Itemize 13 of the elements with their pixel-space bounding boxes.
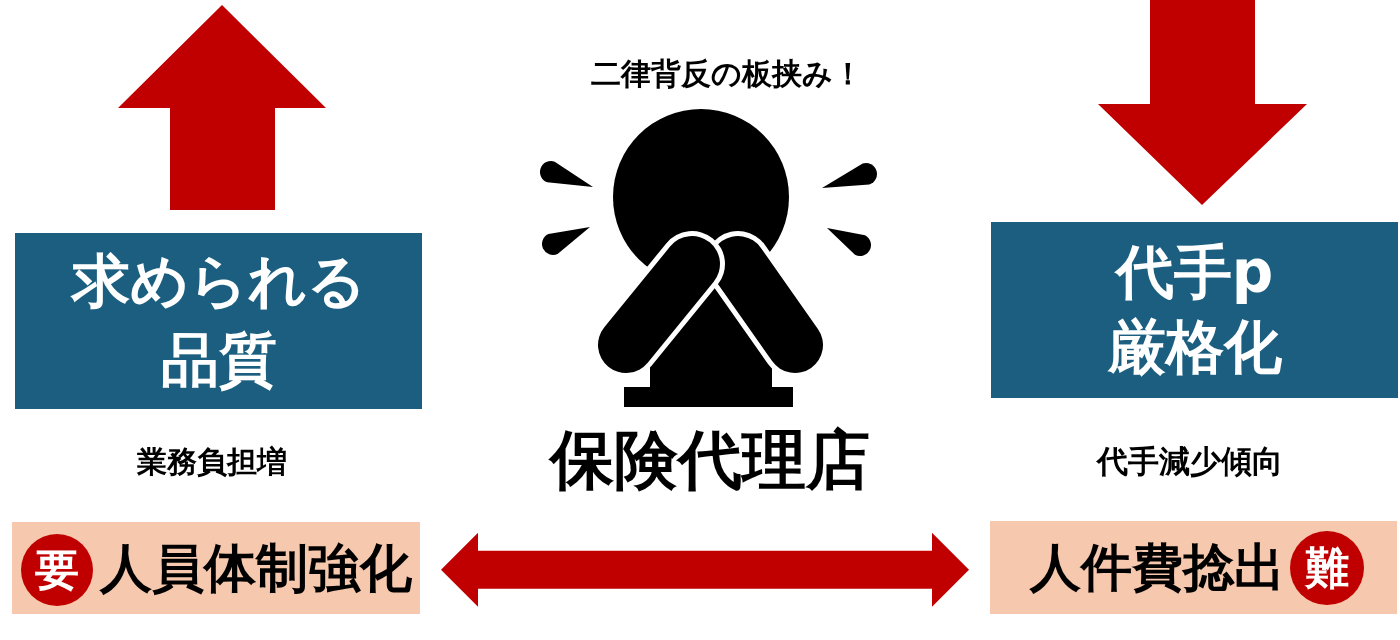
headline: 二律背反の板挟み！ [591, 56, 863, 92]
box-text: 人員体制強化 [100, 536, 412, 600]
header-box: 代手p厳格化 [991, 222, 1398, 398]
note-text: 業務負担増 [137, 444, 287, 480]
double-arrow [441, 532, 969, 607]
circle-badge: 要 [21, 534, 93, 606]
figure-caption: 保険代理店 [550, 421, 870, 499]
highlight-box [12, 522, 420, 614]
header-box: 求められる品質 [15, 233, 422, 409]
box-text: 人件費捻出 [1030, 536, 1285, 599]
highlight-box [990, 521, 1397, 614]
note-text: 代手減少傾向 [1097, 443, 1283, 481]
circle-badge: 難 [1290, 531, 1364, 605]
